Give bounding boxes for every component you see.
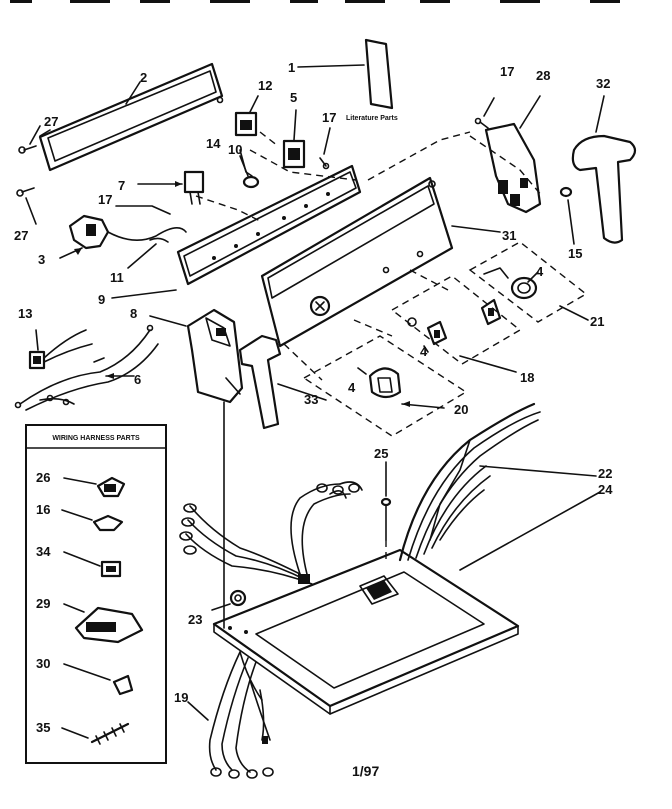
back-panel <box>38 62 224 172</box>
harness-19 <box>187 651 274 779</box>
callout-28: 28 <box>536 68 550 83</box>
callout-5: 5 <box>290 90 297 105</box>
wiring-box-title: WIRING HARNESS PARTS <box>52 435 140 442</box>
callout-20: 20 <box>454 402 468 417</box>
box-part-30 <box>63 663 134 696</box>
callout-9: 9 <box>98 292 105 307</box>
part-7-bracket <box>137 170 205 205</box>
callout-10: 10 <box>228 142 242 157</box>
callout-17-middle: 17 <box>322 110 336 125</box>
screw-17-right <box>474 97 495 129</box>
callout-15: 15 <box>568 246 582 261</box>
callout-22: 22 <box>598 466 612 481</box>
callout-3: 3 <box>38 252 45 267</box>
console-panel-9 <box>111 164 362 299</box>
callout-12: 12 <box>258 78 272 93</box>
box-callout-26: 26 <box>36 470 50 485</box>
callout-33: 33 <box>304 392 318 407</box>
box-callout-30: 30 <box>36 656 50 671</box>
harness-13 <box>28 329 93 370</box>
side-bracket-8 <box>149 308 244 404</box>
callout-27-upper: 27 <box>44 114 58 129</box>
part-10-knob <box>239 155 260 189</box>
box-callout-16: 16 <box>36 502 50 517</box>
end-cap-32 <box>571 95 637 244</box>
box-callout-29: 29 <box>36 596 50 611</box>
box-part-16 <box>61 509 124 532</box>
callout-24: 24 <box>598 482 613 497</box>
callout-labels: 1 2 27 27 12 5 17 Literature Parts 14 10… <box>14 60 613 779</box>
box-part-29 <box>63 603 144 644</box>
screw-27-lower <box>16 187 37 225</box>
callout-1: 1 <box>288 60 295 75</box>
callout-6: 6 <box>134 372 141 387</box>
screw-17-middle <box>319 127 331 170</box>
callout-13: 13 <box>18 306 32 321</box>
callout-19: 19 <box>174 690 188 705</box>
callout-17-right: 17 <box>500 64 514 79</box>
callout-11: 11 <box>110 270 124 285</box>
switch-12 <box>234 95 259 137</box>
callout-17-left: 17 <box>98 192 112 207</box>
footer-date: 1/97 <box>352 763 379 779</box>
literature-parts-label: Literature Parts <box>346 115 398 122</box>
box-part-26 <box>63 476 126 498</box>
switch-5 <box>282 109 306 169</box>
callout-8: 8 <box>130 306 137 321</box>
bracket-28 <box>484 95 542 214</box>
end-cap-33 <box>238 334 327 430</box>
screw-15 <box>559 186 575 245</box>
callout-31: 31 <box>502 228 516 243</box>
knob-group-18 <box>390 275 522 373</box>
callout-4-lower: 4 <box>348 380 356 395</box>
callout-4-middle: 4 <box>420 344 428 359</box>
extra-guide-lines <box>283 269 449 381</box>
callout-18: 18 <box>520 370 534 385</box>
knob-group-21 <box>468 241 589 323</box>
box-part-34 <box>63 551 122 578</box>
top-cabinet-24 <box>212 491 601 715</box>
callout-27-lower: 27 <box>14 228 28 243</box>
assembly-guide-lines <box>195 131 543 223</box>
part-3-assembly <box>59 205 187 269</box>
callout-32: 32 <box>596 76 610 91</box>
callout-4-right: 4 <box>536 264 544 279</box>
screw-27-upper <box>18 125 41 154</box>
callout-21: 21 <box>590 314 604 329</box>
callout-14: 14 <box>206 136 221 151</box>
cabinet-harness <box>179 481 363 585</box>
callout-23: 23 <box>188 612 202 627</box>
harness-22 <box>398 402 597 562</box>
knob-group-20 <box>302 335 468 437</box>
literature-card <box>297 38 394 110</box>
box-part-35 <box>61 722 130 745</box>
callout-25: 25 <box>374 446 388 461</box>
top-edge-marks <box>10 0 620 3</box>
grommet-23 <box>211 589 247 611</box>
box-callout-34: 34 <box>36 544 51 559</box>
wiring-harness-box: WIRING HARNESS PARTS <box>25 424 167 764</box>
console-back-31 <box>260 176 501 348</box>
callout-2: 2 <box>140 70 147 85</box>
harness-6 <box>14 324 159 411</box>
callout-7: 7 <box>118 178 125 193</box>
box-callout-35: 35 <box>36 720 50 735</box>
screw-25 <box>380 461 392 560</box>
